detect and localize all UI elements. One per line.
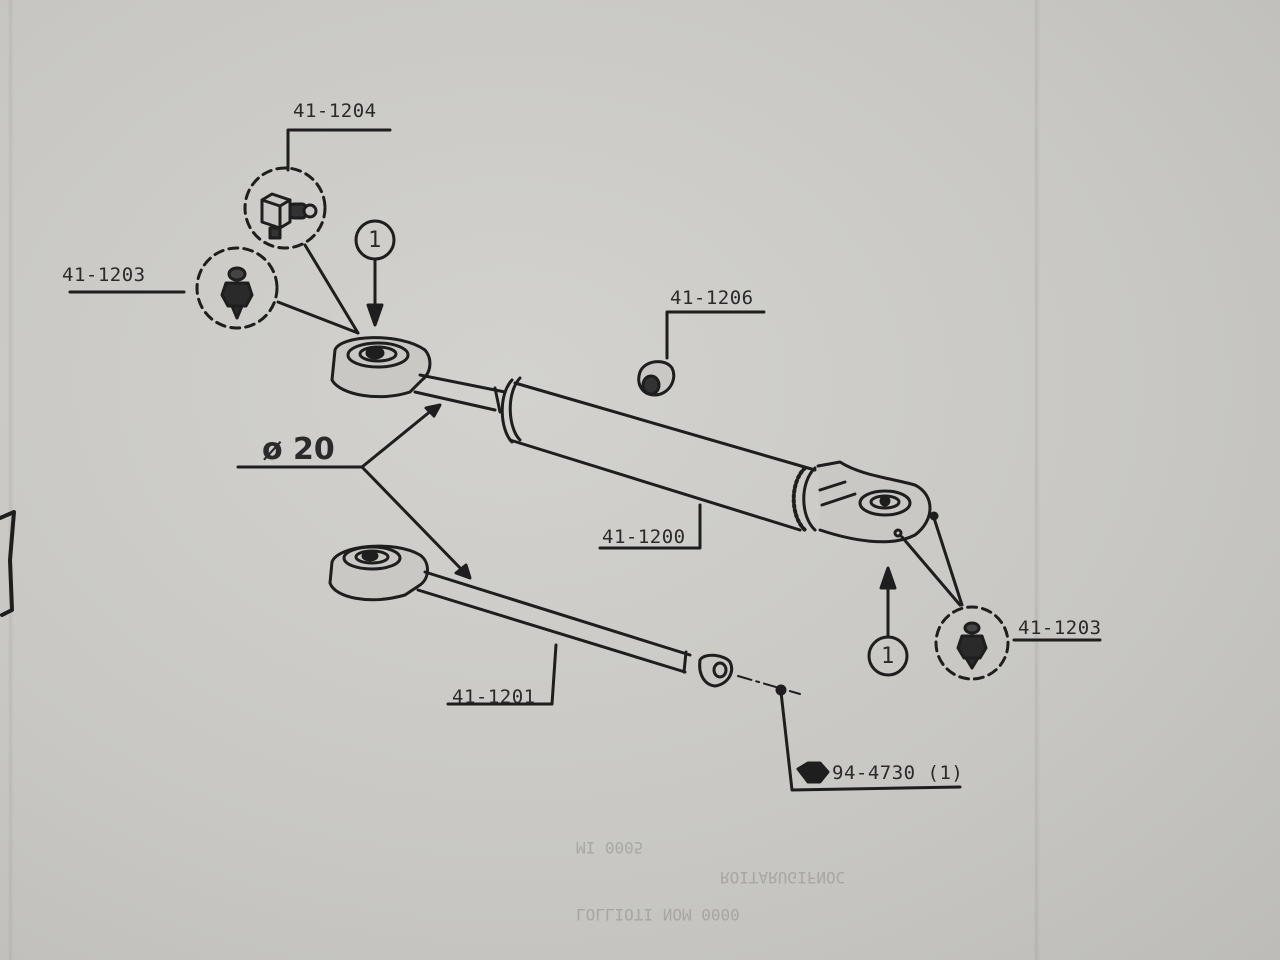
part-label-41-1200: 41-1200 — [602, 526, 686, 548]
part-label-94-4730: 94-4730 (1) — [832, 762, 964, 784]
leader-41-1204 — [286, 128, 392, 172]
part-label-41-1203-right: 41-1203 — [1018, 617, 1102, 639]
part-label-41-1206: 41-1206 — [670, 287, 754, 309]
part-label-41-1203-left: 41-1203 — [62, 264, 146, 286]
bleedthrough-line-3: LOLLIOTI NOM 0000 — [576, 905, 740, 924]
cap-nut-icon-41-1206 — [637, 310, 766, 397]
reference-marker-top: 1 — [368, 228, 382, 253]
cylinder-assembly-41-1200 — [330, 336, 939, 544]
part-label-41-1201: 41-1201 — [452, 686, 536, 708]
diameter-callout: ø 20 — [262, 432, 335, 467]
hex-nut-icon-94-4730 — [796, 761, 830, 784]
bleedthrough-line-1: MI 0005 — [576, 838, 644, 857]
part-label-41-1204: 41-1204 — [293, 100, 377, 122]
reference-marker-bottom: 1 — [881, 644, 895, 669]
bleedthrough-line-2: ROITARUGIFNOC — [720, 868, 846, 887]
grease-nipple-icon-left — [195, 246, 279, 330]
rod-end-41-1201 — [328, 544, 734, 688]
angled-fitting-icon — [243, 166, 327, 250]
grease-nipple-icon-right — [934, 605, 1010, 681]
